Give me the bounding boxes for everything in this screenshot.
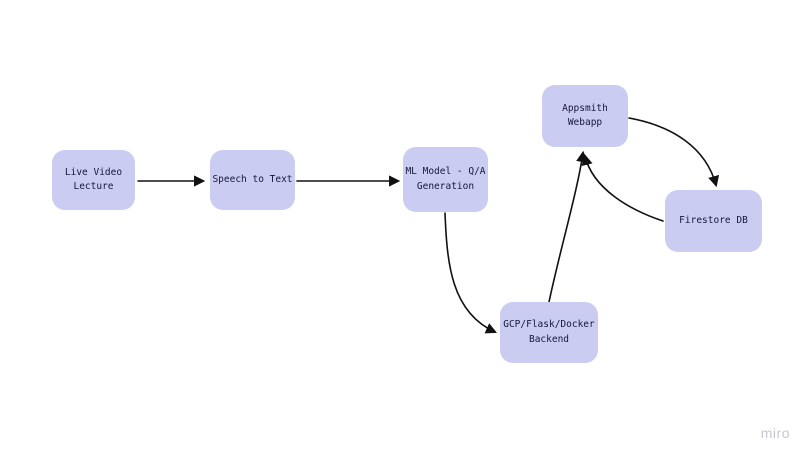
node-firestore-db[interactable]: Firestore DB bbox=[665, 190, 762, 252]
node-ml-model-qa-generation[interactable]: ML Model - Q/A Generation bbox=[403, 147, 488, 212]
edge-firestore-db-to-appsmith-webapp[interactable] bbox=[581, 153, 664, 222]
node-live-video-lecture[interactable]: Live Video Lecture bbox=[52, 150, 135, 210]
node-speech-to-text[interactable]: Speech to Text bbox=[210, 150, 295, 210]
node-appsmith-webapp[interactable]: Appsmith Webapp bbox=[542, 85, 628, 147]
edge-appsmith-webapp-to-firestore-db[interactable] bbox=[628, 117, 720, 188]
miro-watermark: miro bbox=[760, 425, 790, 441]
edge-ml-model-to-backend[interactable] bbox=[444, 212, 498, 334]
edge-backend-to-appsmith-webapp[interactable] bbox=[548, 150, 588, 303]
node-gcp-flask-docker-backend[interactable]: GCP/Flask/Docker Backend bbox=[500, 302, 598, 363]
